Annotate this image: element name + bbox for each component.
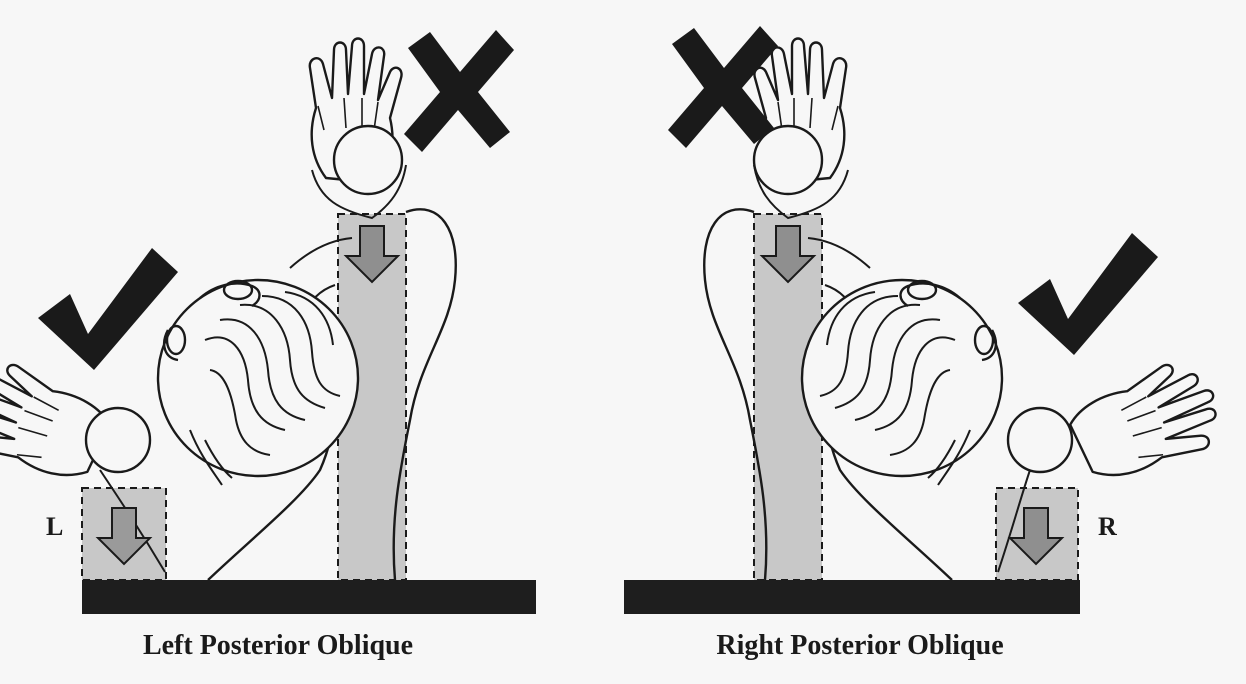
right-head: [802, 280, 1002, 485]
left-head: [158, 280, 358, 485]
x-mark-icon: [404, 30, 514, 152]
left-panel: [0, 30, 536, 614]
right-caption: Right Posterior Oblique: [590, 630, 1130, 662]
left-caption: Left Posterior Oblique: [8, 630, 548, 662]
checkmark-icon: [1018, 233, 1158, 355]
right-panel: [624, 26, 1229, 614]
left-table: [82, 580, 536, 614]
right-upper-hand: [754, 39, 846, 195]
right-lower-hand: [1062, 353, 1229, 489]
right-table: [624, 580, 1080, 614]
checkmark-icon: [38, 248, 178, 370]
x-mark-icon: [668, 26, 778, 148]
left-side-marker: L: [46, 512, 63, 542]
left-upper-hand: [310, 39, 402, 195]
right-side-marker: R: [1098, 512, 1117, 542]
